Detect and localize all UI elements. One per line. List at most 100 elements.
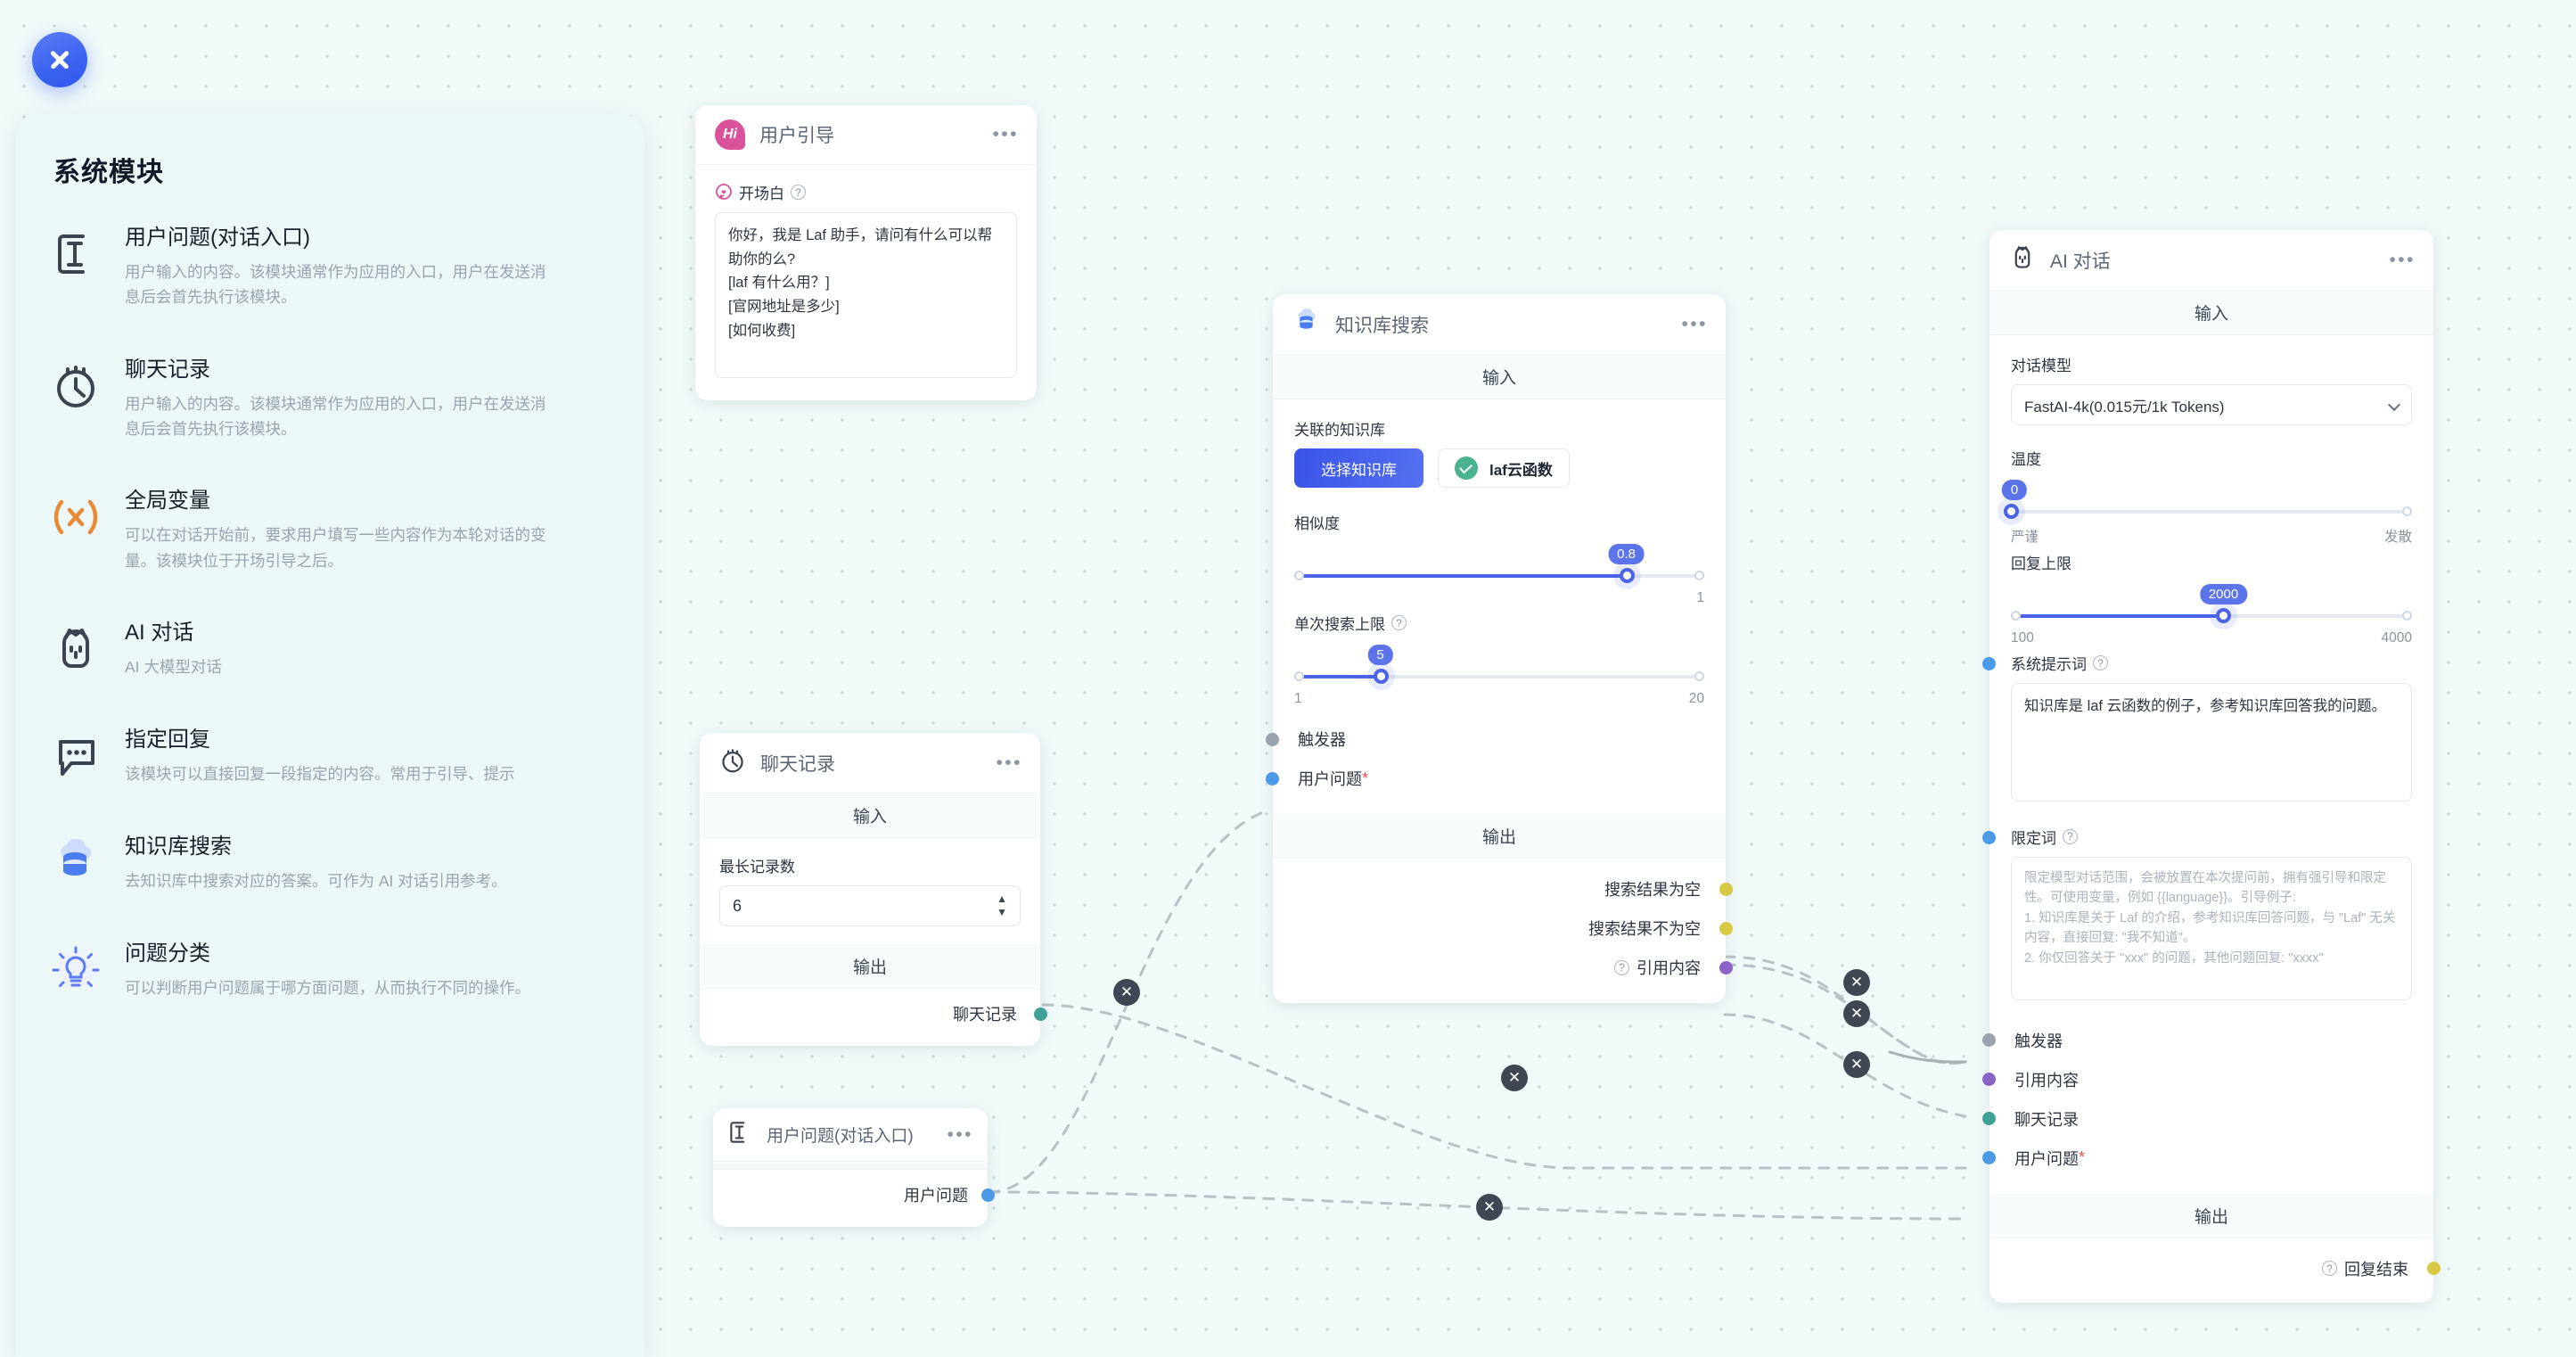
section-input-header: 输入	[700, 794, 1040, 838]
kb-chip-laf[interactable]: laf云函数	[1438, 448, 1570, 488]
input-port-dot[interactable]	[1266, 732, 1279, 746]
limit-prompt-input[interactable]	[2011, 856, 2412, 1000]
output-port-row[interactable]: ? 回复结束	[2011, 1249, 2441, 1288]
output-port-row[interactable]: 聊天记录	[719, 994, 1047, 1033]
input-port-dot[interactable]	[1982, 657, 1996, 670]
heart-chat-icon	[716, 183, 732, 200]
input-port-row[interactable]: 触发器	[1982, 1021, 2412, 1060]
slider-min-tick: 100	[2011, 630, 2034, 646]
node-chat-history[interactable]: 聊天记录 ••• 输入 最长记录数 6 ▲ ▼ 输出 聊天记录	[700, 733, 1047, 1046]
select-kb-button[interactable]: 选择知识库	[1294, 448, 1423, 488]
module-name: 聊天记录	[125, 357, 210, 382]
page-title: 系统模块	[53, 158, 164, 187]
sidebar-item-ai-chat[interactable]: AI 对话 AI 大模型对话	[46, 618, 618, 680]
output-label: 搜索结果为空	[1604, 881, 1701, 899]
output-port-dot[interactable]	[1719, 882, 1733, 896]
field-label: 开场白	[739, 185, 784, 202]
sidebar-item-specified-reply[interactable]: 指定回复 该模块可以直接回复一段指定的内容。常用于引导、提示	[46, 725, 618, 787]
edge-delete-button[interactable]: ✕	[1476, 1194, 1503, 1221]
module-name: AI 对话	[125, 621, 194, 646]
stepper-down-icon[interactable]: ▼	[997, 906, 1007, 918]
welcome-text-input[interactable]	[715, 212, 1017, 379]
input-port-row[interactable]: 聊天记录	[1982, 1099, 2412, 1139]
input-port-row[interactable]: 用户问题*	[1266, 759, 1704, 798]
text-input-icon	[727, 1119, 752, 1150]
input-label: 引用内容	[2014, 1071, 2079, 1090]
output-port-dot[interactable]	[2427, 1262, 2441, 1276]
temperature-slider[interactable]: 0 严谨 发散	[2001, 480, 2412, 545]
sidebar-item-question-classify[interactable]: 问题分类 可以判断用户问题属于哪方面问题，从而执行不同的操作。	[46, 939, 618, 1001]
max-tokens-slider[interactable]: 2000 100 4000	[2011, 584, 2412, 646]
node-menu-button[interactable]: •••	[2389, 249, 2416, 270]
node-menu-button[interactable]: •••	[1681, 313, 1708, 334]
section-output-header: 输出	[1273, 814, 1726, 859]
output-port-dot[interactable]	[1719, 960, 1733, 975]
edge-delete-button[interactable]: ✕	[1113, 979, 1140, 1006]
input-port-dot[interactable]	[1982, 1033, 1996, 1048]
field-label: 系统提示词	[2011, 656, 2087, 673]
stepper-up-icon[interactable]: ▲	[997, 892, 1007, 905]
edge-delete-button[interactable]: ✕	[1843, 1000, 1870, 1027]
max-records-stepper[interactable]: 6 ▲ ▼	[719, 885, 1021, 926]
output-port-dot[interactable]	[1719, 921, 1733, 935]
sidebar-item-chat-history[interactable]: 聊天记录 用户输入的内容。该模块通常作为应用的入口，用户在发送消息后会首先执行该…	[46, 355, 618, 442]
field-label: 温度	[2011, 451, 2041, 468]
slider-min-tick: 1	[1294, 691, 1302, 706]
model-select[interactable]: FastAI-4k(0.015元/1k Tokens)	[2011, 384, 2412, 425]
node-user-question[interactable]: 用户问题(对话入口) ••• 用户问题	[713, 1108, 995, 1227]
help-icon[interactable]: ?	[1614, 959, 1629, 975]
field-label: 限定词	[2011, 829, 2056, 847]
input-port-dot[interactable]	[1982, 1112, 1996, 1126]
module-name: 用户问题(对话入口)	[125, 226, 310, 250]
chevron-down-icon	[2387, 398, 2401, 412]
search-limit-slider[interactable]: 5 1 20	[1294, 645, 1704, 706]
help-icon[interactable]: ?	[2093, 655, 2108, 670]
input-port-dot[interactable]	[1266, 771, 1279, 785]
input-port-dot[interactable]	[1982, 830, 1996, 844]
input-label: 触发器	[2014, 1032, 2063, 1050]
output-label: 引用内容	[1637, 959, 1701, 977]
node-menu-button[interactable]: •••	[947, 1123, 973, 1145]
input-label: 聊天记录	[2014, 1110, 2079, 1129]
output-port-row[interactable]: 搜索结果不为空	[1294, 909, 1733, 948]
lightbulb-icon	[46, 939, 105, 1001]
node-title: 知识库搜索	[1335, 315, 1429, 336]
help-icon[interactable]: ?	[1391, 615, 1407, 630]
sidebar-item-user-question[interactable]: 用户问题(对话入口) 用户输入的内容。该模块通常作为应用的入口，用户在发送消息后…	[46, 223, 618, 310]
slider-max-tick: 1	[1696, 590, 1704, 605]
module-name: 指定回复	[125, 728, 210, 753]
section-input-header: 输入	[1273, 355, 1726, 399]
similarity-slider[interactable]: 0.8 1	[1294, 544, 1704, 605]
module-name: 知识库搜索	[125, 835, 232, 859]
node-user-guide[interactable]: Hi 用户引导 ••• 开场白 ?	[695, 105, 1037, 401]
help-icon[interactable]: ?	[2063, 828, 2078, 844]
input-port-row[interactable]: 触发器	[1266, 720, 1704, 759]
system-prompt-input[interactable]	[2011, 683, 2412, 802]
input-label: 用户问题	[2014, 1149, 2079, 1168]
input-port-row[interactable]: 引用内容	[1982, 1060, 2412, 1099]
sidebar-item-global-variable[interactable]: 全局变量 可以在对话开始前，要求用户填写一些内容作为本轮对话的变量。该模块位于开…	[46, 486, 618, 573]
clock-icon	[719, 747, 746, 778]
edge-delete-button[interactable]: ✕	[1843, 969, 1870, 996]
slider-max-tick: 4000	[2381, 630, 2412, 646]
output-port-row[interactable]: 搜索结果为空	[1294, 869, 1733, 909]
node-ai-chat[interactable]: AI 对话 ••• 输入 对话模型 FastAI-4k(0.015元/1k To…	[1982, 230, 2441, 1303]
similarity-value-bubble: 0.8	[1608, 544, 1645, 564]
output-port-dot[interactable]	[1034, 1007, 1047, 1021]
input-port-row[interactable]: 用户问题*	[1982, 1139, 2412, 1178]
input-port-dot[interactable]	[1982, 1073, 1996, 1087]
node-menu-button[interactable]: •••	[992, 124, 1019, 144]
help-icon[interactable]: ?	[791, 185, 806, 200]
close-panel-button[interactable]	[32, 32, 87, 87]
input-port-dot[interactable]	[1982, 1151, 1996, 1165]
node-menu-button[interactable]: •••	[996, 752, 1022, 773]
output-port-row[interactable]: ? 引用内容	[1294, 948, 1733, 987]
output-port-dot[interactable]	[981, 1188, 995, 1202]
edge-delete-button[interactable]: ✕	[1501, 1065, 1528, 1091]
sidebar-item-kb-search[interactable]: 知识库搜索 去知识库中搜索对应的答案。可作为 AI 对话引用参考。	[46, 832, 618, 894]
edge-delete-button[interactable]: ✕	[1843, 1051, 1870, 1078]
module-desc: AI 大模型对话	[125, 658, 222, 677]
help-icon[interactable]: ?	[2322, 1261, 2337, 1277]
output-port-row[interactable]: 用户问题	[729, 1175, 995, 1214]
node-kb-search[interactable]: 知识库搜索 ••• 输入 关联的知识库 选择知识库 laf云函数 相似度 0.8…	[1266, 294, 1733, 1003]
